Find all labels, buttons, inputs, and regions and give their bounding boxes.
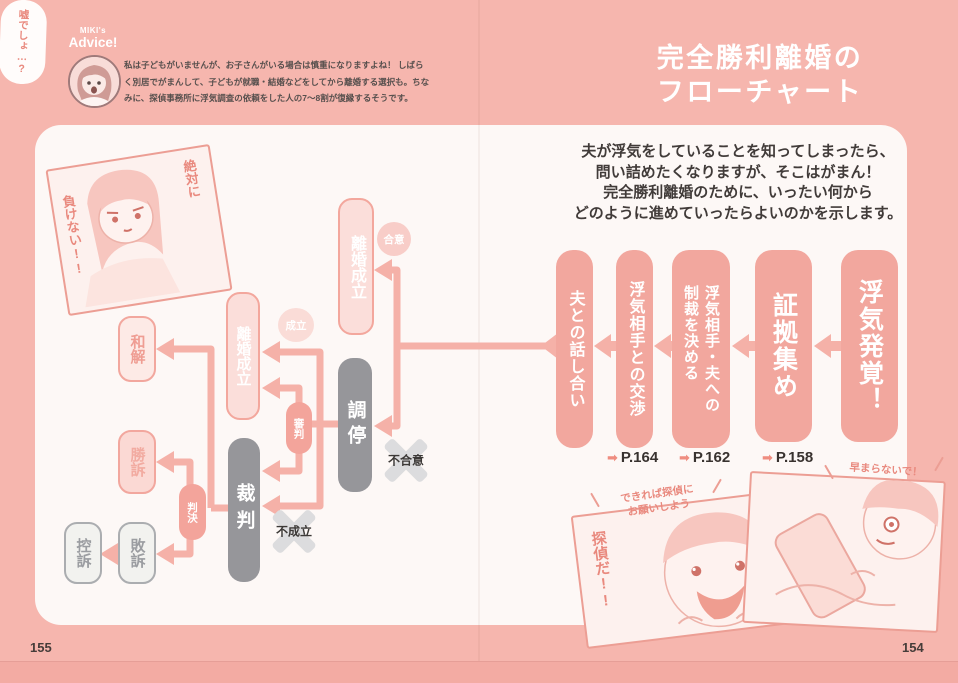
badge-goui: 合意 <box>377 222 411 256</box>
avatar-face-illustration <box>70 57 119 106</box>
advice-label-name: MIKI's <box>79 26 107 35</box>
flow-node-saiban: 裁判 <box>228 438 260 582</box>
speech-bubble-text: 嘘でしょ…? <box>15 8 30 76</box>
arrowhead-into-chotei <box>374 415 392 437</box>
speech-bubble: 嘘でしょ…? <box>0 0 48 85</box>
page-ref-arrow-icon: ➡ <box>679 449 690 465</box>
page-ref-label: P.158 <box>775 449 814 466</box>
flow-arrow-kosho-to-hanashiai <box>594 334 617 358</box>
badge-seiritsu: 成立 <box>278 308 314 342</box>
flow-node-chotei: 調停 <box>338 358 372 492</box>
flow-node-rikon-seiritsu-top: 離婚成立 <box>338 198 374 335</box>
cross-fuseiritsu: 不成立 <box>268 505 320 557</box>
arrowhead-into-saiban-upper <box>262 460 280 482</box>
badge-shinpan: 審判 <box>286 402 312 454</box>
flow-arrow-hakkaku-to-shoko <box>814 334 842 358</box>
advice-label-word: Advice! <box>68 34 118 50</box>
cross-fugoui: 不合意 <box>380 434 432 486</box>
arrowhead-into-rikon-mid-upper <box>262 341 280 363</box>
connector-goui-branch <box>388 266 401 346</box>
arrowhead-into-haiso <box>156 543 174 565</box>
flow-node-seisai-kimeru: 浮気相手・夫への 制裁を決める <box>672 250 730 448</box>
page-number-right: 154 <box>902 640 924 655</box>
flow-node-otto-hanashiai: 夫との話し合い <box>556 250 593 448</box>
avatar <box>68 55 121 108</box>
page-title: 完全勝利離婚の フローチャート <box>656 43 864 107</box>
page-ref-label: P.162 <box>692 449 731 466</box>
flow-node-rikon-seiritsu-mid: 離婚成立 <box>226 292 260 420</box>
connector-fuseiritsu-branch <box>276 424 324 510</box>
badge-hanketsu: 判決 <box>179 484 206 540</box>
page-ref-162: ➡ P.162 <box>679 449 730 466</box>
arrowhead-into-wakai <box>156 338 174 360</box>
arrowhead-into-koso <box>100 543 118 565</box>
connector-hanketsu-up <box>172 458 194 486</box>
flow-node-wakai: 和解 <box>118 316 156 382</box>
phone-shock-illustration <box>774 479 939 619</box>
manga-panel-phone-shock <box>742 470 946 634</box>
flow-arrow-seisai-to-kosho <box>654 334 673 358</box>
flow-node-shoko-atsume: 証拠集め <box>755 250 812 442</box>
page-gutter <box>478 0 480 682</box>
page-bottom-edge <box>0 661 958 683</box>
page-ref-158: ➡ P.158 <box>762 449 813 466</box>
arrowhead-into-shoso <box>156 451 174 473</box>
intro-paragraph: 夫が浮気をしていることを知ってしまったら、 問い詰めたくなりますが、そこはがまん… <box>573 143 903 222</box>
page-number-left: 155 <box>30 640 52 655</box>
connector-hanketsu-down <box>172 538 194 558</box>
connector-wakai-branch <box>170 345 215 508</box>
advice-text: 私は子どもがいませんが、お子さんがいる場合は慎重になりますよね！ しばら く別居… <box>124 60 430 104</box>
arrowhead-into-rikon-top <box>374 259 392 281</box>
flow-node-aite-kosho: 浮気相手との交渉 <box>616 250 653 448</box>
arrowhead-into-hanashiai-exit <box>541 333 558 359</box>
flow-node-haiso: 敗訴 <box>118 522 156 584</box>
arrowhead-into-rikon-mid-lower <box>262 377 280 399</box>
connector-fugoui-branch <box>388 346 401 430</box>
flow-node-uwaki-hakkaku: 浮気発覚！ <box>841 250 898 442</box>
page-ref-label: P.164 <box>620 449 659 466</box>
advice-label: MIKI's Advice! <box>64 26 122 51</box>
flow-node-shoso: 勝訴 <box>118 430 156 494</box>
page-ref-arrow-icon: ➡ <box>607 449 618 465</box>
page-ref-164: ➡ P.164 <box>607 449 658 466</box>
cross-fuseiritsu-label: 不成立 <box>275 524 313 539</box>
flow-arrow-shoko-to-seisai <box>732 334 756 358</box>
connector-seiritsu-branch <box>276 348 324 424</box>
manga-panel-determined-wife: 絶対に 負けない!! <box>45 143 233 317</box>
flow-node-koso: 控訴 <box>64 522 102 584</box>
page-ref-arrow-icon: ➡ <box>762 449 773 465</box>
cross-fugoui-label: 不合意 <box>387 453 425 468</box>
wife-face-illustration <box>85 169 181 308</box>
